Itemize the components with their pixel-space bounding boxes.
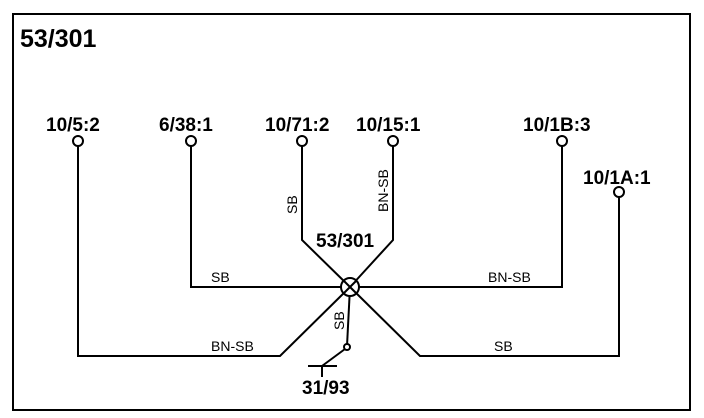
terminal-10-1b-3	[556, 135, 568, 147]
wire-6-38-1	[190, 141, 350, 288]
wire-10-1b-3	[350, 141, 563, 288]
wire-color-10-5-2: BN-SB	[211, 338, 254, 354]
terminal-10-1a-1	[613, 186, 625, 198]
connector-label-6-38-1: 6/38:1	[159, 115, 213, 136]
ground-label: 31/93	[302, 378, 350, 399]
connector-label-10-71-2: 10/71:2	[265, 115, 329, 136]
connector-label-10-5-2: 10/5:2	[46, 115, 100, 136]
wire-color-ground: SB	[331, 311, 347, 330]
wire-10-5-2	[77, 141, 351, 357]
terminal-10-5-2	[72, 135, 84, 147]
wire-color-10-1b-3: BN-SB	[488, 269, 531, 285]
terminal-10-15-1	[387, 135, 399, 147]
connector-label-10-1b-3: 10/1B:3	[523, 115, 591, 136]
diagram-frame	[12, 13, 691, 411]
splice-label: 53/301	[316, 231, 375, 252]
splice-point	[340, 277, 360, 297]
wire-10-15-1	[349, 141, 394, 288]
wire-color-10-71-2: SB	[284, 195, 300, 214]
wire-color-10-1a-1: SB	[494, 338, 513, 354]
wire-10-1a-1	[349, 192, 620, 357]
terminal-6-38-1	[185, 135, 197, 147]
wire-color-10-15-1: BN-SB	[375, 169, 391, 212]
ground-symbol	[308, 343, 351, 377]
diagram-title: 53/301	[20, 25, 97, 53]
connector-label-10-1a-1: 10/1A:1	[583, 168, 651, 189]
wire-color-6-38-1: SB	[211, 269, 230, 285]
terminal-10-71-2	[296, 135, 308, 147]
connector-label-10-15-1: 10/15:1	[356, 115, 421, 136]
wire-10-71-2	[301, 141, 351, 288]
